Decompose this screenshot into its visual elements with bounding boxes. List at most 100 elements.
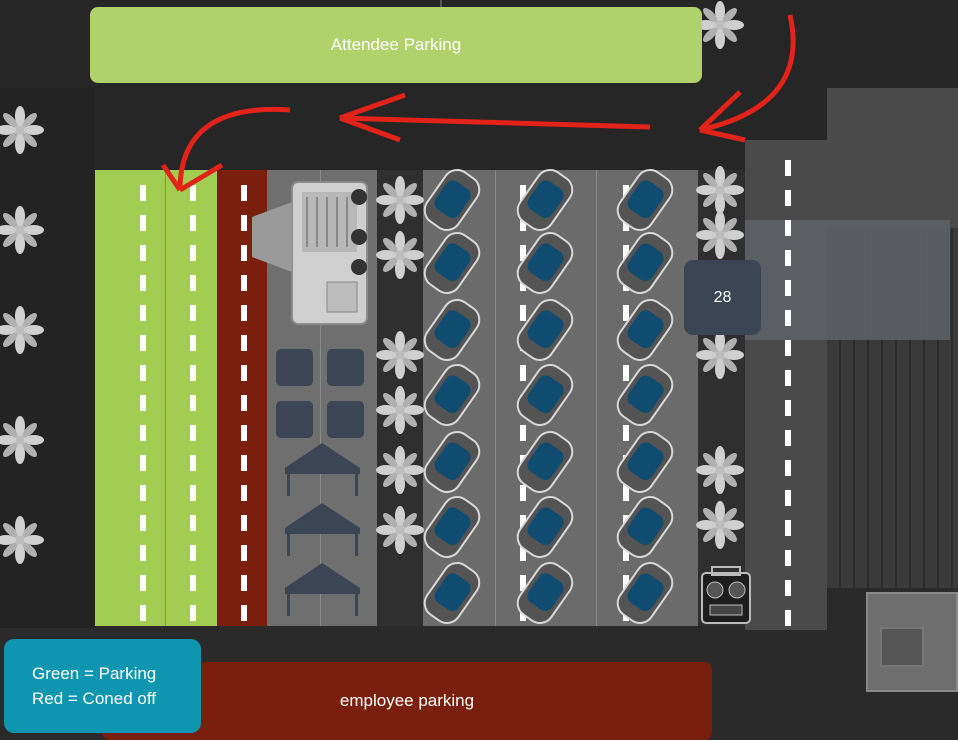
lane-dash — [190, 395, 196, 411]
lane-dash — [623, 245, 629, 261]
lane-dash — [785, 310, 791, 326]
lane-dash — [241, 545, 247, 561]
attendee-parking-label: Attendee Parking — [330, 35, 462, 54]
lane-dash — [140, 185, 146, 201]
lane-dash — [785, 580, 791, 596]
lane-dash — [140, 275, 146, 291]
car-icon — [616, 364, 674, 426]
vendor-booth — [327, 349, 364, 386]
lane-dash — [140, 215, 146, 231]
lane-dash — [785, 280, 791, 296]
car-icon — [516, 562, 574, 624]
lane-dash — [785, 220, 791, 236]
lane-dash — [520, 215, 526, 231]
lane-dash — [785, 610, 791, 626]
lane-dash — [190, 215, 196, 231]
lane-dash — [241, 215, 247, 231]
car-icon — [616, 299, 674, 361]
car-icon — [616, 169, 674, 231]
canopy-tents — [285, 443, 360, 616]
lane-dash — [241, 275, 247, 291]
lane-dash — [785, 550, 791, 566]
lane-dash — [241, 425, 247, 441]
lane-dash — [520, 185, 526, 201]
lane-dash — [140, 245, 146, 261]
car-icon — [616, 496, 674, 558]
food-truck-icon — [252, 181, 368, 325]
car-lot-divider-1 — [495, 170, 496, 626]
car-icon — [516, 169, 574, 231]
right-road-glass — [745, 220, 950, 340]
lane-dash — [520, 515, 526, 531]
map-legend: Green = Parking Red = Coned off — [4, 639, 201, 733]
legend-red-entry: Red = Coned off — [32, 689, 156, 708]
legend-green-entry: Green = Parking — [32, 664, 157, 683]
lane-dash — [190, 605, 196, 621]
green-parking-lot — [95, 170, 217, 626]
car-icon — [516, 364, 574, 426]
car-icon — [516, 299, 574, 361]
lane-dash — [623, 545, 629, 561]
lane-dash — [140, 485, 146, 501]
employee-parking-banner: employee parking — [102, 662, 712, 740]
lane-dash — [241, 605, 247, 621]
car-icon — [423, 496, 481, 558]
route-arrow-icon — [177, 106, 291, 191]
lane-dash — [140, 425, 146, 441]
lane-dash — [520, 545, 526, 561]
lane-dash — [241, 335, 247, 351]
lane-dash — [140, 335, 146, 351]
lane-dash — [190, 185, 196, 201]
car-icon — [423, 169, 481, 231]
lane-dash — [241, 395, 247, 411]
car-icon — [423, 299, 481, 361]
lane-dash — [785, 490, 791, 506]
lane-dash — [785, 460, 791, 476]
lane-dash — [190, 365, 196, 381]
lane-dash — [520, 245, 526, 261]
lane-dash — [241, 455, 247, 471]
lane-dash — [140, 605, 146, 621]
lane-dash — [785, 190, 791, 206]
dumpster-icon — [880, 627, 924, 667]
lane-dash — [140, 455, 146, 471]
lane-dash — [241, 245, 247, 261]
car-icon — [423, 431, 481, 493]
lane-dash — [190, 575, 196, 591]
lane-dash — [623, 485, 629, 501]
lane-dash — [190, 245, 196, 261]
canopy-tent-icon — [285, 503, 360, 556]
car-icon — [423, 232, 481, 294]
lane-dash — [140, 515, 146, 531]
route-arrow-icon — [339, 115, 651, 130]
lane-dash — [190, 335, 196, 351]
lane-dash — [140, 545, 146, 561]
lane-dash — [623, 575, 629, 591]
lane-dash — [241, 305, 247, 321]
building-roof-shadow — [827, 88, 958, 228]
green-lot-divider — [165, 170, 166, 626]
spot-number-label: 28 — [713, 288, 732, 306]
car-icon — [616, 232, 674, 294]
lane-dash — [140, 305, 146, 321]
lane-dash — [785, 160, 791, 176]
lane-dash — [785, 400, 791, 416]
lane-dash — [520, 575, 526, 591]
lane-dash — [241, 485, 247, 501]
lane-dash — [190, 305, 196, 321]
spot-number-badge: 28 — [684, 260, 761, 335]
canopy-tent-icon — [285, 443, 360, 496]
top-road-median — [440, 0, 442, 8]
car-icon — [616, 562, 674, 624]
lane-dash — [190, 515, 196, 531]
car-lot-divider-2 — [596, 170, 597, 626]
vendor-lot-divider — [320, 170, 321, 626]
lane-dash — [520, 305, 526, 321]
lane-dash — [241, 515, 247, 531]
vendor-booth — [276, 349, 313, 386]
lane-dash — [520, 365, 526, 381]
lane-dash — [623, 365, 629, 381]
lane-dash — [785, 370, 791, 386]
